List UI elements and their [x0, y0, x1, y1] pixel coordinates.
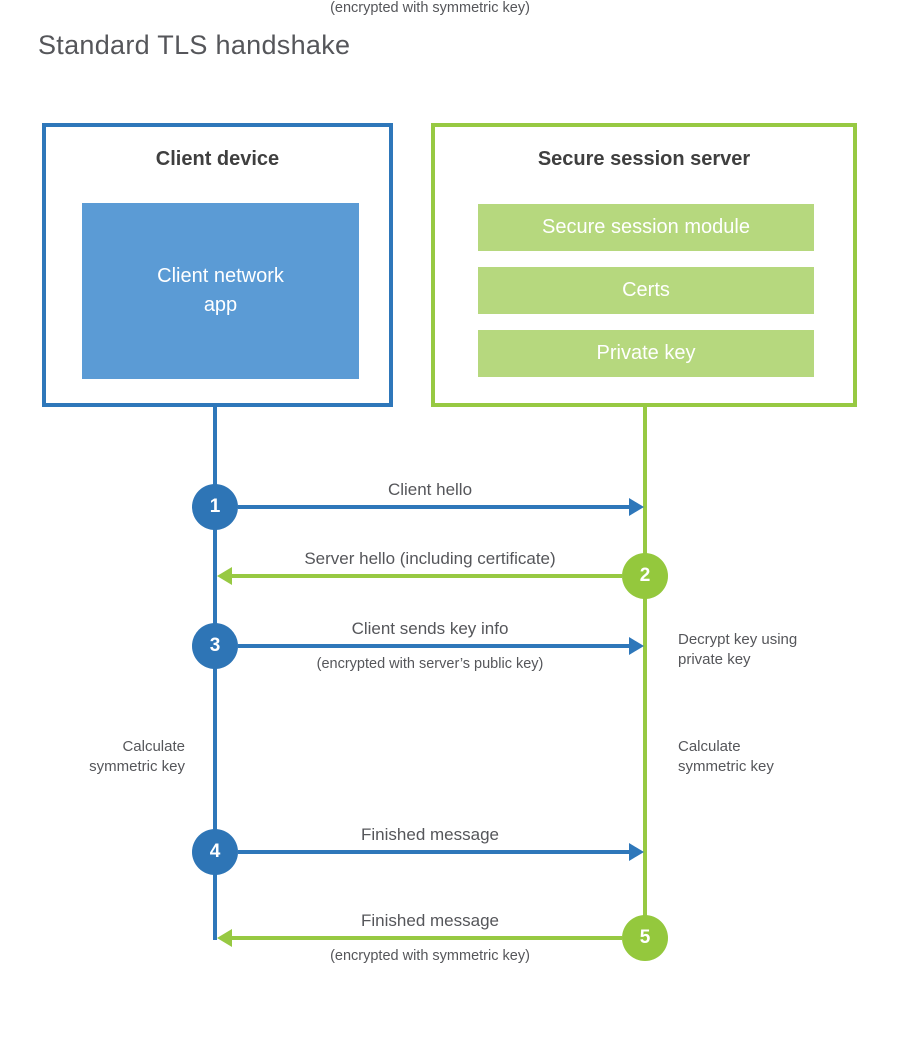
arrow-server-finished [232, 936, 622, 940]
sublabel-encrypted-symmetric-key: (encrypted with symmetric key) [330, 0, 530, 16]
arrow-client-finished [238, 850, 629, 854]
step-badge-2: 2 [622, 553, 668, 599]
label-client-finished: Finished message [361, 825, 499, 844]
label-client-hello: Client hello [387, 480, 473, 499]
arrow-client-hello [238, 505, 629, 509]
arrowhead-left-icon [217, 929, 232, 947]
note-client-calculate-key: Calculate symmetric key [89, 738, 185, 776]
label-client-key-info: Client sends key info [351, 619, 509, 638]
step-badge-3: 3 [192, 623, 238, 669]
note-decrypt-key: Decrypt key using private key [678, 631, 798, 669]
step-badge-5: 5 [622, 915, 668, 961]
secure-session-server-box: Secure session server Secure session mod… [431, 123, 857, 407]
server-modules-list: Secure session module Certs Private key [478, 204, 814, 393]
note-server-calculate-key: Calculate symmetric key [678, 738, 774, 776]
client-device-box: Client device Client network app [42, 123, 393, 407]
client-network-app-module: Client network app [82, 203, 359, 379]
sublabel-encrypted-public-key: (encrypted with server’s public key) [316, 656, 544, 672]
page-title: Standard TLS handshake [38, 30, 351, 60]
step-badge-1: 1 [192, 484, 238, 530]
step-badge-4: 4 [192, 829, 238, 875]
arrowhead-right-icon [629, 637, 644, 655]
arrow-server-hello [232, 574, 622, 578]
client-device-heading: Client device [155, 148, 280, 170]
arrowhead-right-icon [629, 498, 644, 516]
secure-session-server-heading: Secure session server [537, 148, 751, 170]
arrowhead-right-icon [629, 843, 644, 861]
label-server-finished: Finished message [361, 911, 499, 930]
server-module-private-key: Private key [478, 330, 814, 377]
client-lifeline [213, 407, 217, 940]
server-module-certs: Certs [478, 267, 814, 314]
arrow-client-key-info [238, 644, 629, 648]
server-module-secure-session: Secure session module [478, 204, 814, 251]
server-lifeline [643, 407, 647, 938]
label-server-hello: Server hello (including certificate) [304, 549, 556, 568]
arrowhead-left-icon [217, 567, 232, 585]
sublabel-encrypted-symmetric-key: (encrypted with symmetric key) [330, 948, 530, 964]
